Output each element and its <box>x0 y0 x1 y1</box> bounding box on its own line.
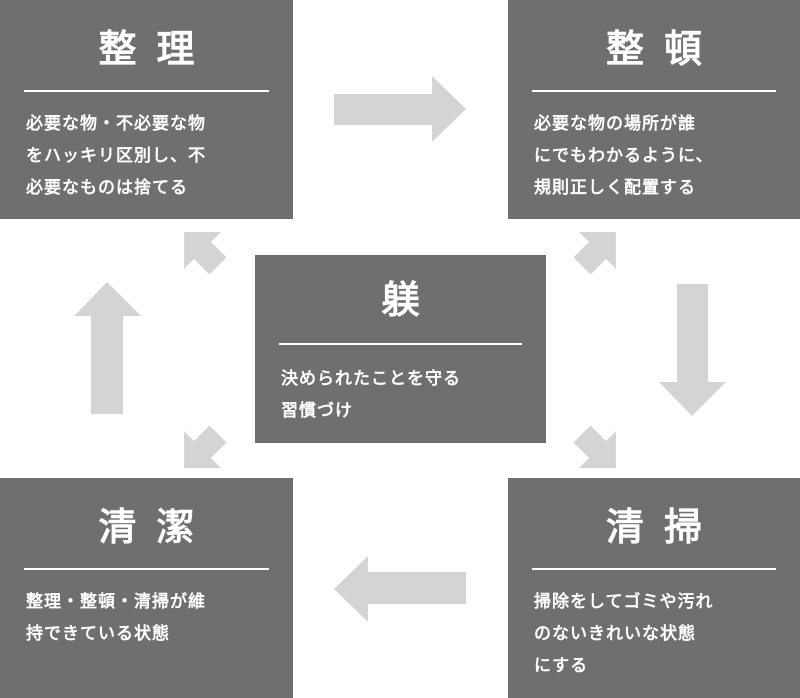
arrow-down-icon <box>659 284 726 416</box>
seiri-description: 必要な物・不必要な物 をハッキリ区別し、不 必要なものは捨てる <box>26 114 206 198</box>
arrow-right-icon <box>334 76 466 142</box>
shitsuke-divider <box>279 343 522 345</box>
seiketsu-title: 清潔 <box>98 505 215 549</box>
shitsuke-description: 決められたことを守る 習慣づけ <box>281 369 461 421</box>
arrow-left-icon <box>334 556 466 622</box>
seisou-box: 清掃 掃除をしてゴミや汚れ のないきれいな状態 にする <box>508 478 800 698</box>
arrow-up-right-icon <box>573 232 616 275</box>
seiri-title: 整理 <box>98 27 215 71</box>
seiketsu-description: 整理・整頓・清掃が維 持できている状態 <box>26 592 206 644</box>
seiri-divider <box>24 90 269 92</box>
seisou-description: 掃除をしてゴミや汚れ のないきれいな状態 にする <box>534 592 714 676</box>
seiketsu-box: 清潔 整理・整頓・清掃が維 持できている状態 <box>0 478 293 698</box>
seiketsu-divider <box>24 568 269 570</box>
seiton-description: 必要な物の場所が誰 にでもわかるように、 規則正しく配置する <box>534 114 714 198</box>
shitsuke-title: 躾 <box>381 278 420 322</box>
arrow-up-left-icon <box>184 232 227 275</box>
seisou-title: 清掃 <box>605 505 722 549</box>
seiton-divider <box>532 90 776 92</box>
arrow-down-left-icon <box>184 425 227 468</box>
seiton-title: 整頓 <box>605 27 722 71</box>
shitsuke-box: 躾 決められたことを守る 習慣づけ <box>255 255 546 443</box>
seiton-box: 整頓 必要な物の場所が誰 にでもわかるように、 規則正しく配置する <box>508 0 800 219</box>
arrow-down-right-icon <box>573 425 616 468</box>
seiri-box: 整理 必要な物・不必要な物 をハッキリ区別し、不 必要なものは捨てる <box>0 0 293 219</box>
seisou-divider <box>532 568 776 570</box>
arrow-up-icon <box>74 282 141 414</box>
